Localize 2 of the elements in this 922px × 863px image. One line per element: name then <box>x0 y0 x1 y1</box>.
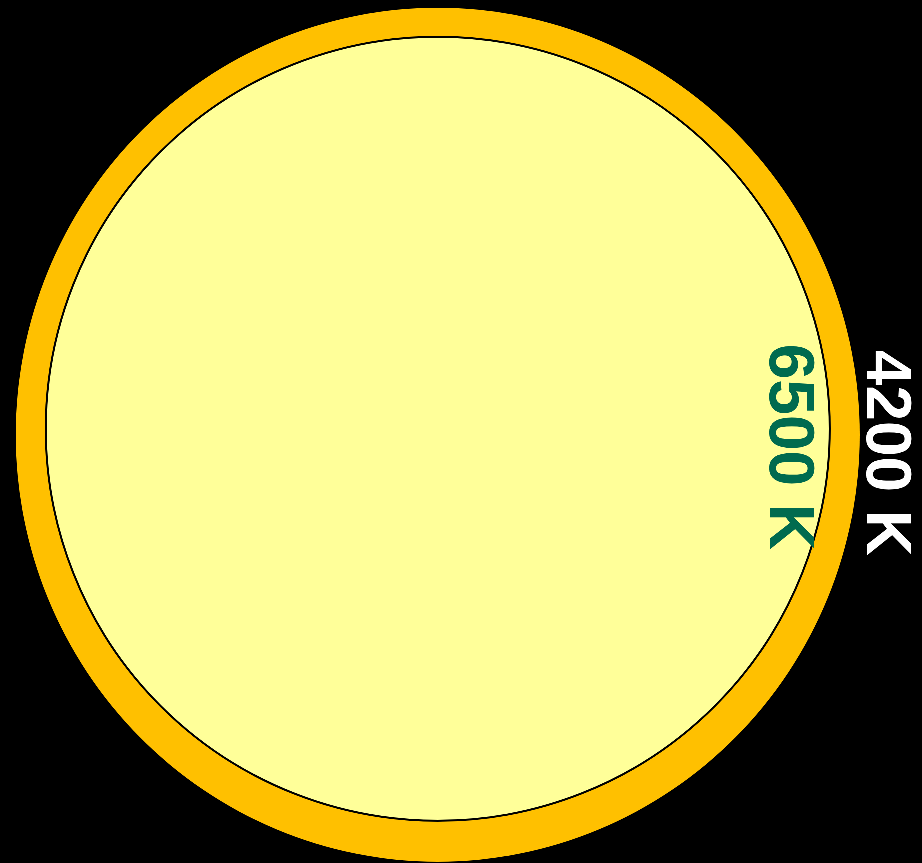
temperature-label: 4200 K <box>857 350 921 556</box>
temperature-label: 6500 K <box>760 344 824 550</box>
